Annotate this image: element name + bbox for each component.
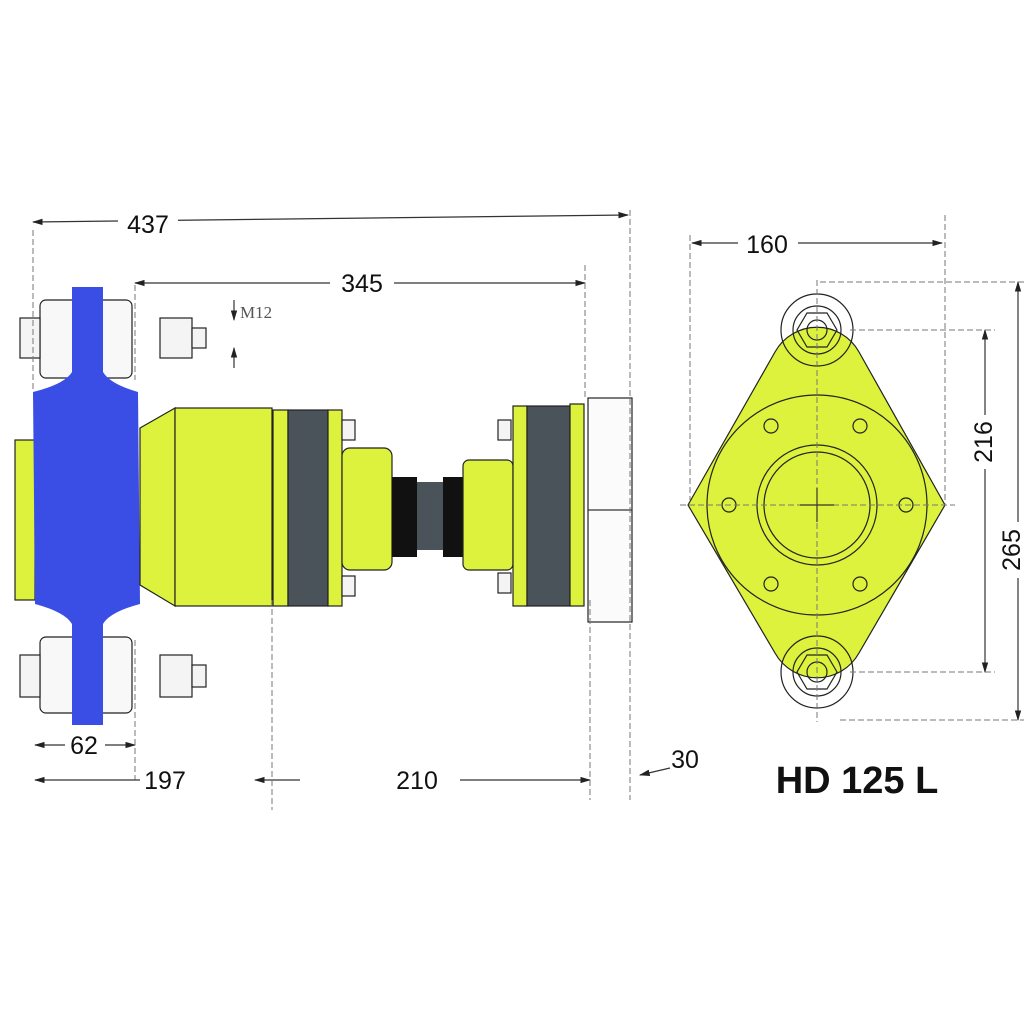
dim-197: 197: [144, 767, 186, 795]
shaft: [417, 482, 443, 550]
shaft-collar: [443, 477, 463, 557]
bolt-head-icon: [497, 419, 512, 441]
hub-right: [462, 459, 514, 571]
bolt-head-icon: [497, 572, 512, 594]
rubber-element: [287, 409, 329, 607]
dim-437: 437: [127, 211, 169, 239]
side-view: [14, 287, 633, 725]
dim-62: 62: [70, 732, 98, 760]
nut-icon: [19, 654, 41, 698]
dim-345: 345: [341, 270, 383, 298]
front-view: [680, 280, 955, 722]
nut-icon: [159, 317, 193, 359]
blue-mounting-plate: [33, 287, 140, 725]
hub-left: [341, 447, 393, 571]
shaft-collar: [392, 477, 417, 557]
nut-icon: [159, 654, 193, 698]
housing: [174, 407, 273, 607]
dim-265: 265: [998, 529, 1024, 571]
dim-216: 216: [970, 421, 998, 463]
bolt-head-icon: [341, 419, 356, 441]
left-stub: [14, 439, 36, 601]
bolt-head-icon: [341, 575, 356, 597]
nut-icon: [19, 317, 41, 359]
dim-210: 210: [396, 767, 438, 795]
model-title: HD 125 L: [776, 760, 939, 802]
dim-m12: M12: [240, 303, 272, 322]
rubber-element: [526, 405, 571, 607]
dim-160: 160: [746, 231, 788, 259]
dim-30: 30: [671, 746, 699, 774]
cone: [139, 406, 176, 608]
